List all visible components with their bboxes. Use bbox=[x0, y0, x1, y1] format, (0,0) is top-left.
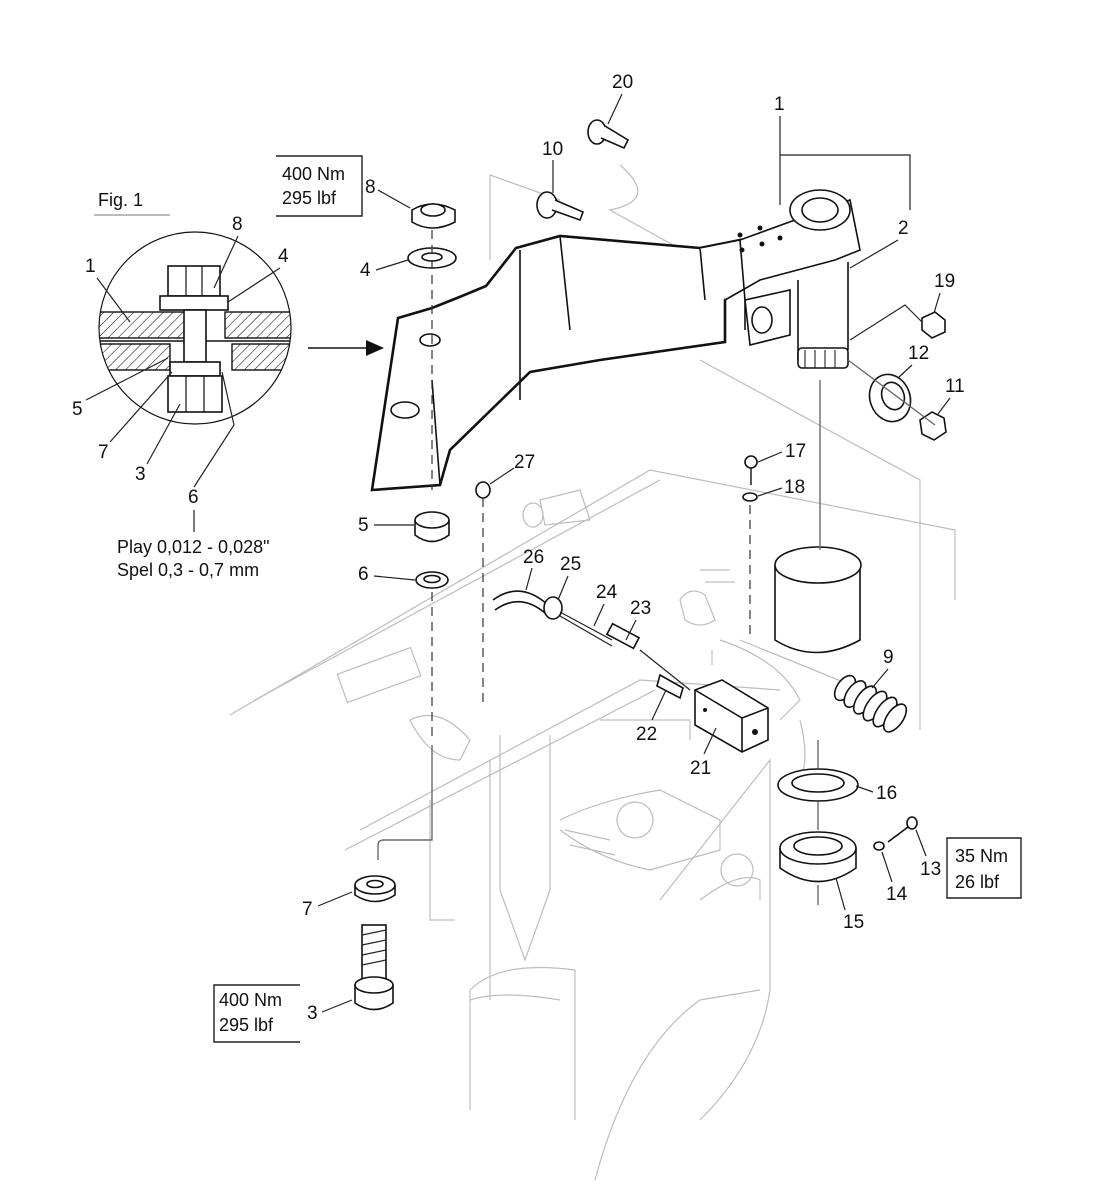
play-note-metric: Spel 0,3 - 0,7 mm bbox=[117, 560, 259, 580]
torque-3-nm: 400 Nm bbox=[219, 990, 282, 1010]
callout-7: 7 bbox=[302, 899, 313, 920]
callout-5: 5 bbox=[358, 515, 369, 536]
steering-arm bbox=[370, 189, 861, 492]
nut-8 bbox=[411, 203, 456, 229]
play-note-imperial: Play 0,012 - 0,028" bbox=[117, 537, 270, 557]
torque-spec-nut-8: 400 Nm 295 lbf bbox=[276, 155, 363, 217]
callout-26: 26 bbox=[523, 547, 544, 568]
sensor-21 bbox=[694, 679, 769, 753]
detail-pointer-arrow bbox=[308, 340, 384, 356]
washer-14 bbox=[873, 841, 885, 851]
callout-15: 15 bbox=[843, 912, 864, 933]
washer-6 bbox=[415, 571, 449, 589]
torque-8-nm: 400 Nm bbox=[282, 164, 345, 184]
bolt-3 bbox=[354, 924, 394, 1011]
torque-spec-screw-13: 35 Nm 26 lbf bbox=[946, 837, 1022, 899]
callout-27: 27 bbox=[514, 452, 535, 473]
detail-callout-7: 7 bbox=[98, 442, 109, 463]
detail-callout-1: 1 bbox=[85, 256, 96, 277]
torque-3-lbf: 295 lbf bbox=[219, 1015, 274, 1035]
detail-callout-5: 5 bbox=[72, 399, 83, 420]
washer-7 bbox=[354, 875, 396, 903]
callout-8: 8 bbox=[365, 177, 376, 198]
detail-section-view: 1 8 4 5 7 3 6 bbox=[72, 214, 292, 532]
callout-12: 12 bbox=[908, 343, 929, 364]
callout-6: 6 bbox=[358, 564, 369, 585]
detail-callout-3: 3 bbox=[135, 464, 146, 485]
callout-9: 9 bbox=[883, 647, 894, 668]
bolt-20 bbox=[587, 119, 630, 150]
callout-23: 23 bbox=[630, 598, 651, 619]
cable-assembly bbox=[492, 590, 691, 700]
callout-20: 20 bbox=[612, 72, 633, 93]
part-callouts: 20 1 10 8 2 4 19 12 11 17 27 18 5 6 26 2… bbox=[302, 72, 965, 1024]
callout-19: 19 bbox=[934, 271, 955, 292]
callout-14: 14 bbox=[886, 884, 908, 905]
chassis-background bbox=[229, 164, 956, 1181]
callout-17: 17 bbox=[785, 441, 806, 462]
callout-11: 11 bbox=[945, 376, 965, 397]
figure-label: Fig. 1 bbox=[98, 190, 143, 210]
callout-25: 25 bbox=[560, 554, 581, 575]
detail-callout-4: 4 bbox=[278, 246, 289, 267]
callout-13: 13 bbox=[920, 859, 941, 880]
torque-13-lbf: 26 lbf bbox=[955, 872, 1000, 892]
locknut-15 bbox=[779, 831, 857, 883]
callout-1: 1 bbox=[774, 94, 785, 115]
torque-8-lbf: 295 lbf bbox=[282, 188, 337, 208]
callout-21: 21 bbox=[690, 758, 711, 779]
callout-22: 22 bbox=[636, 724, 657, 745]
washer-18 bbox=[742, 492, 758, 502]
nut-19 bbox=[921, 311, 946, 339]
callout-2: 2 bbox=[898, 218, 909, 239]
torque-spec-bolt-3: 400 Nm 295 lbf bbox=[213, 984, 300, 1043]
detail-callout-8: 8 bbox=[232, 214, 243, 235]
pin-27 bbox=[475, 481, 491, 705]
callout-4: 4 bbox=[360, 260, 371, 281]
detail-callout-6: 6 bbox=[188, 487, 199, 508]
spring-9 bbox=[833, 674, 908, 733]
callout-24: 24 bbox=[596, 582, 618, 603]
screw-17 bbox=[744, 455, 758, 485]
callout-3: 3 bbox=[307, 1003, 318, 1024]
callout-16: 16 bbox=[876, 783, 897, 804]
column-housing bbox=[774, 380, 862, 654]
bushing-5 bbox=[414, 511, 450, 543]
seal-16 bbox=[777, 768, 859, 802]
callout-18: 18 bbox=[784, 477, 805, 498]
callout-10: 10 bbox=[542, 139, 563, 160]
torque-13-nm: 35 Nm bbox=[955, 846, 1008, 866]
screw-13 bbox=[887, 816, 918, 843]
bolt-10 bbox=[536, 191, 585, 222]
